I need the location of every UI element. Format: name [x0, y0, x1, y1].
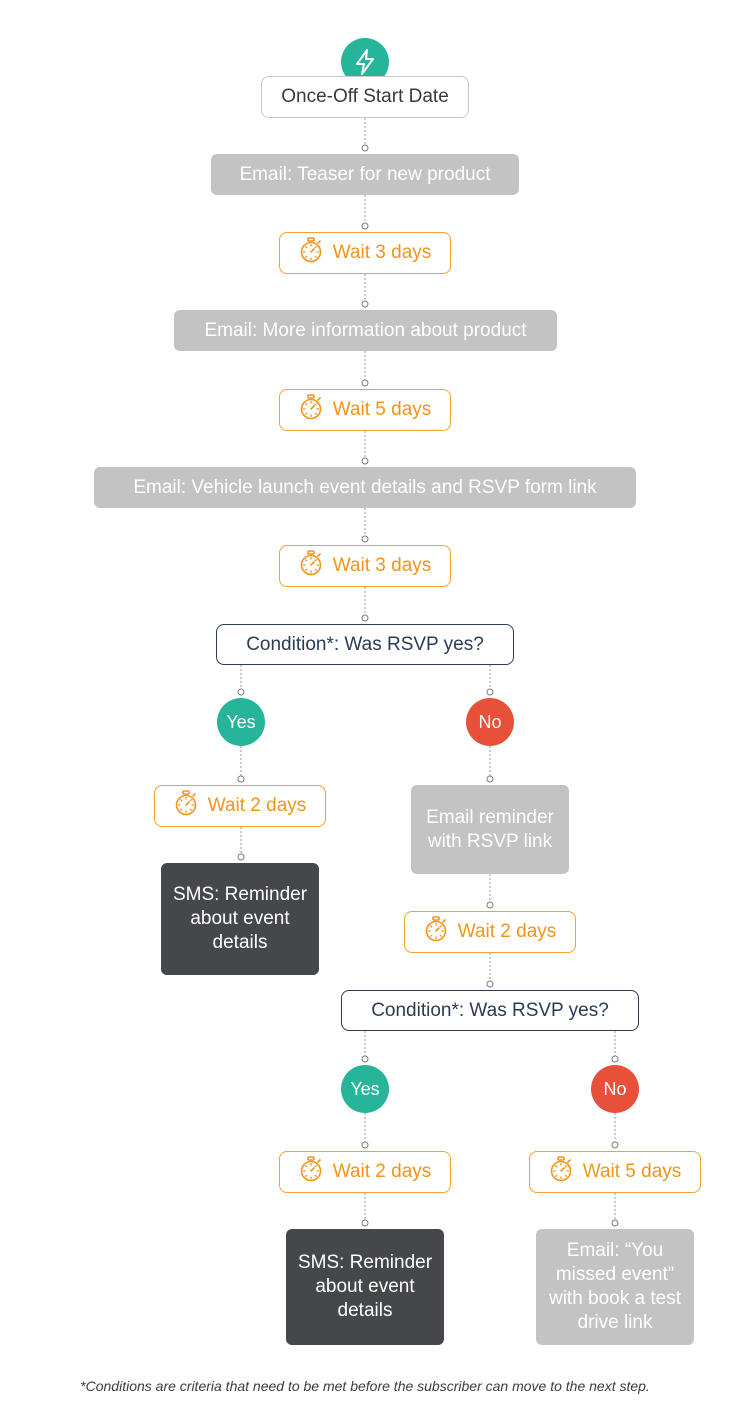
stopwatch-icon: [299, 1156, 323, 1188]
email-teaser-node[interactable]: Email: Teaser for new product: [211, 154, 519, 195]
connector-dot: [611, 1141, 619, 1149]
footnote: *Conditions are criteria that need to be…: [80, 1378, 650, 1394]
wait-label: Wait 3 days: [332, 555, 432, 576]
connector-dot: [611, 1055, 619, 1063]
connector-dot: [361, 222, 369, 230]
stopwatch-icon: [299, 237, 323, 269]
no-badge: No: [466, 698, 514, 746]
stopwatch-icon: [174, 790, 198, 822]
connector-dot: [361, 379, 369, 387]
yes-badge: Yes: [217, 698, 265, 746]
wait-label: Wait 3 days: [332, 242, 432, 263]
wait-label: Wait 5 days: [582, 1161, 682, 1182]
wait-label: Wait 2 days: [207, 795, 307, 816]
connector-dot: [486, 980, 494, 988]
no-badge: No: [591, 1065, 639, 1113]
wait-step-branch2-yes[interactable]: Wait 2 days: [279, 1151, 451, 1193]
lightning-bolt-icon: [356, 49, 374, 75]
connector-dot: [486, 775, 494, 783]
connector-dot: [237, 775, 245, 783]
connector-dot: [361, 1219, 369, 1227]
start-date-node[interactable]: Once-Off Start Date: [261, 76, 469, 118]
connector-dot: [361, 300, 369, 308]
connector-dot: [611, 1219, 619, 1227]
wait-step-branch1-yes[interactable]: Wait 2 days: [154, 785, 326, 827]
wait-label: Wait 2 days: [332, 1161, 432, 1182]
sms-reminder-node[interactable]: SMS: Reminder about event details: [286, 1229, 444, 1345]
stopwatch-icon: [424, 916, 448, 948]
stopwatch-icon: [549, 1156, 573, 1188]
condition-node-1[interactable]: Condition*: Was RSVP yes?: [216, 624, 514, 665]
yes-badge: Yes: [341, 1065, 389, 1113]
email-more-info-node[interactable]: Email: More information about product: [174, 310, 557, 351]
wait-label: Wait 2 days: [457, 921, 557, 942]
wait-step-branch1-no[interactable]: Wait 2 days: [404, 911, 576, 953]
stopwatch-icon: [299, 394, 323, 426]
wait-step-1[interactable]: Wait 3 days: [279, 232, 451, 274]
condition-node-2[interactable]: Condition*: Was RSVP yes?: [341, 990, 639, 1031]
wait-step-3[interactable]: Wait 3 days: [279, 545, 451, 587]
connector-dot: [361, 144, 369, 152]
sms-reminder-node[interactable]: SMS: Reminder about event details: [161, 863, 319, 975]
connector-dot: [237, 853, 245, 861]
connector-dot: [486, 688, 494, 696]
connector-dot: [361, 535, 369, 543]
wait-step-2[interactable]: Wait 5 days: [279, 389, 451, 431]
email-missed-event-node[interactable]: Email: “You missed event” with book a te…: [536, 1229, 694, 1345]
connector-dot: [361, 614, 369, 622]
wait-label: Wait 5 days: [332, 399, 432, 420]
email-reminder-rsvp-node[interactable]: Email reminder with RSVP link: [411, 785, 569, 874]
connector-dot: [237, 688, 245, 696]
connector-dot: [361, 1055, 369, 1063]
connector-dot: [361, 1141, 369, 1149]
email-launch-event-node[interactable]: Email: Vehicle launch event details and …: [94, 467, 636, 508]
wait-step-branch2-no[interactable]: Wait 5 days: [529, 1151, 701, 1193]
connector-dot: [361, 457, 369, 465]
connector-dot: [486, 901, 494, 909]
stopwatch-icon: [299, 550, 323, 582]
